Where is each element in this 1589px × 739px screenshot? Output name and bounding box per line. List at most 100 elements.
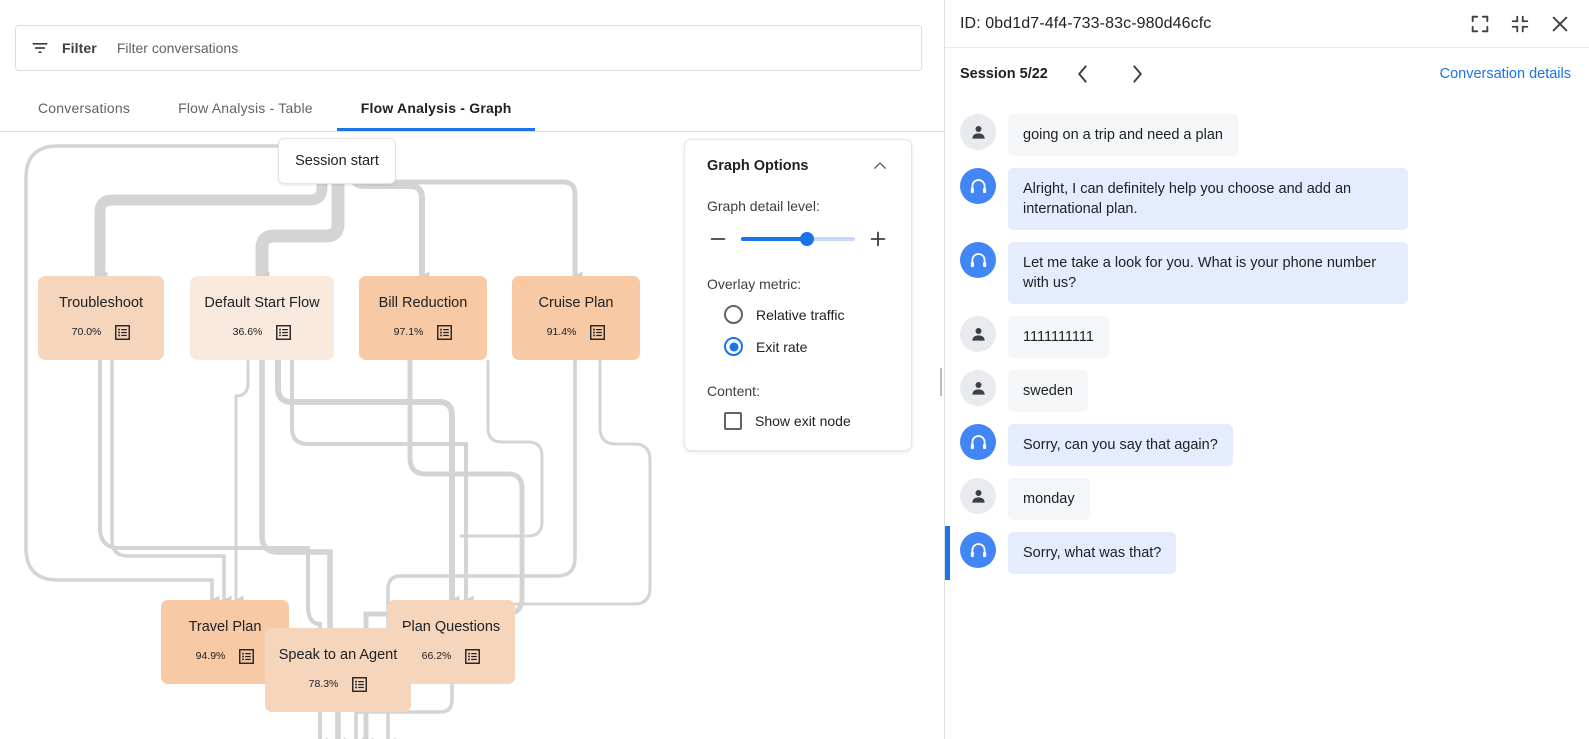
node-travel-plan-label: Travel Plan — [188, 619, 262, 636]
list-icon[interactable] — [352, 676, 368, 692]
message-row: Alright, I can definitely help you choos… — [945, 162, 1589, 236]
minus-icon[interactable] — [707, 228, 729, 250]
checkbox-show-exit-node-label: Show exit node — [755, 413, 851, 429]
node-troubleshoot-label: Troubleshoot — [58, 295, 144, 312]
message-row: going on a trip and need a plan — [945, 108, 1589, 162]
node-troubleshoot[interactable]: Troubleshoot 70.0% — [38, 276, 164, 360]
collapse-icon[interactable] — [1509, 13, 1531, 35]
message-row: Let me take a look for you. What is your… — [945, 236, 1589, 310]
graph-options-panel: Graph Options Graph detail level: — [684, 139, 912, 451]
node-troubleshoot-pct: 70.0% — [71, 326, 102, 339]
user-avatar-icon — [960, 478, 996, 514]
node-meta: 70.0% — [71, 324, 131, 340]
node-plan-questions-pct: 66.2% — [421, 650, 452, 663]
node-meta: 66.2% — [421, 648, 481, 664]
radio-relative-traffic[interactable]: Relative traffic — [724, 305, 889, 324]
agent-avatar-icon — [960, 424, 996, 460]
slider-fill — [741, 237, 808, 241]
conversation-details-link[interactable]: Conversation details — [1439, 66, 1571, 82]
conversation-id: ID: 0bd1d7-4f4-733-83c-980d46cfc — [960, 14, 1212, 32]
tab-flow-analysis-table[interactable]: Flow Analysis - Table — [178, 100, 313, 116]
filter-icon — [30, 38, 50, 58]
message-bubble: Sorry, what was that? — [1008, 532, 1177, 574]
checkbox-icon[interactable] — [724, 412, 742, 430]
radio-icon[interactable] — [724, 305, 743, 324]
filter-input[interactable] — [116, 40, 907, 56]
message-bubble: Let me take a look for you. What is your… — [1008, 242, 1408, 304]
graph-options-title: Graph Options — [707, 158, 809, 174]
graph-detail-slider-row — [707, 228, 889, 250]
message-bubble: going on a trip and need a plan — [1008, 114, 1238, 156]
chevron-right-icon[interactable] — [1124, 61, 1150, 87]
graph-detail-slider[interactable] — [741, 232, 855, 246]
list-icon[interactable] — [115, 324, 131, 340]
tab-bar: Conversations Flow Analysis - Table Flow… — [0, 89, 944, 132]
node-travel-plan-pct: 94.9% — [195, 650, 226, 663]
node-meta: 36.6% — [232, 324, 292, 340]
node-meta: 78.3% — [309, 676, 368, 692]
list-icon[interactable] — [239, 648, 255, 664]
node-default-start-flow-label: Default Start Flow — [204, 295, 320, 312]
node-meta: 97.1% — [394, 324, 453, 340]
session-nav-bar: Session 5/22 Conversation details — [945, 48, 1589, 100]
message-row-highlighted: Sorry, what was that? — [945, 526, 1589, 580]
message-row: Sorry, can you say that again? — [945, 418, 1589, 472]
list-icon[interactable] — [465, 648, 481, 664]
node-session-start[interactable]: Session start — [278, 138, 396, 184]
message-list[interactable]: going on a trip and need a plan Alright,… — [945, 100, 1589, 739]
node-meta: 94.9% — [195, 648, 255, 664]
node-speak-to-an-agent-label: Speak to an Agent — [278, 647, 398, 664]
pane-resize-handle[interactable] — [940, 368, 944, 396]
session-counter: Session 5/22 — [960, 66, 1048, 82]
radio-relative-traffic-label: Relative traffic — [756, 306, 845, 323]
message-bubble: sweden — [1008, 370, 1088, 412]
list-icon[interactable] — [276, 324, 292, 340]
node-default-start-flow-pct: 36.6% — [232, 326, 263, 339]
user-avatar-icon — [960, 370, 996, 406]
agent-avatar-icon — [960, 168, 996, 204]
user-avatar-icon — [960, 316, 996, 352]
node-session-start-label: Session start — [295, 153, 379, 169]
node-speak-to-an-agent[interactable]: Speak to an Agent 78.3% — [265, 628, 411, 712]
list-icon[interactable] — [590, 324, 606, 340]
message-row: 1111111111 — [945, 310, 1589, 364]
graph-options-header: Graph Options — [707, 157, 889, 175]
radio-exit-rate[interactable]: Exit rate — [724, 337, 889, 356]
chevron-up-icon[interactable] — [871, 157, 889, 175]
node-default-start-flow[interactable]: Default Start Flow 36.6% — [190, 276, 334, 360]
tab-conversations[interactable]: Conversations — [38, 100, 131, 116]
conversation-panel: ID: 0bd1d7-4f4-733-83c-980d46cfc Session… — [945, 0, 1589, 739]
node-meta: 91.4% — [546, 324, 606, 340]
flow-graph-edges — [24, 138, 652, 739]
node-cruise-plan[interactable]: Cruise Plan 91.4% — [512, 276, 640, 360]
message-row: monday — [945, 472, 1589, 526]
message-bubble: Alright, I can definitely help you choos… — [1008, 168, 1408, 230]
list-icon[interactable] — [437, 324, 453, 340]
radio-icon-selected[interactable] — [724, 337, 743, 356]
chevron-left-icon[interactable] — [1070, 61, 1096, 87]
radio-exit-rate-label: Exit rate — [756, 338, 808, 355]
message-bubble: Sorry, can you say that again? — [1008, 424, 1233, 466]
message-row: sweden — [945, 364, 1589, 418]
overlay-metric-label: Overlay metric: — [707, 276, 802, 292]
left-pane: Filter Conversations Flow Analysis - Tab… — [0, 0, 945, 739]
close-icon[interactable] — [1549, 13, 1571, 35]
slider-thumb[interactable] — [800, 232, 815, 246]
node-cruise-plan-pct: 91.4% — [546, 326, 577, 339]
filter-bar[interactable]: Filter — [15, 25, 922, 71]
expand-icon[interactable] — [1469, 13, 1491, 35]
node-plan-questions-label: Plan Questions — [401, 619, 501, 636]
content-label: Content: — [707, 383, 760, 399]
node-bill-reduction-label: Bill Reduction — [378, 295, 468, 312]
node-bill-reduction[interactable]: Bill Reduction 97.1% — [359, 276, 487, 360]
graph-detail-level-label: Graph detail level: — [707, 198, 820, 214]
agent-avatar-icon — [960, 242, 996, 278]
tab-flow-analysis-graph[interactable]: Flow Analysis - Graph — [336, 101, 536, 131]
plus-icon[interactable] — [867, 228, 889, 250]
filter-label: Filter — [62, 40, 97, 56]
flow-graph-canvas[interactable]: Session start Troubleshoot 70.0% — [0, 128, 944, 739]
agent-avatar-icon — [960, 532, 996, 568]
node-cruise-plan-label: Cruise Plan — [538, 295, 614, 312]
checkbox-show-exit-node[interactable]: Show exit node — [724, 412, 889, 430]
